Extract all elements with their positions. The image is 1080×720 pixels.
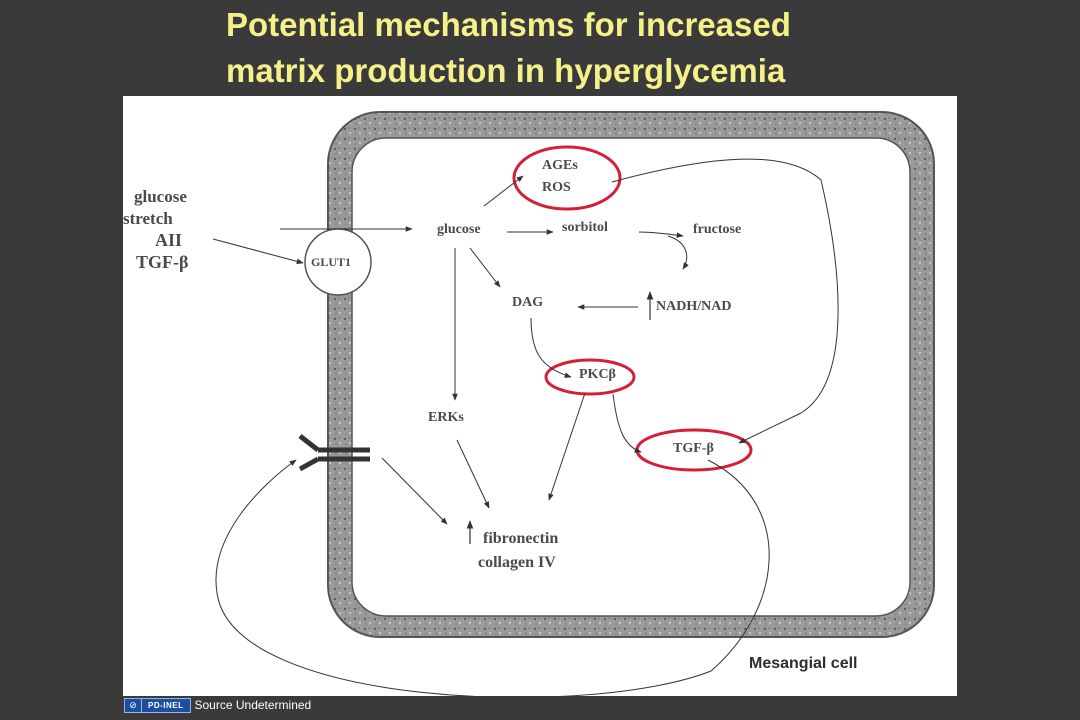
arrow-glucose-dag (469, 247, 501, 288)
stimulus-stretch: stretch (123, 209, 173, 228)
node-nadh: NADH/NAD (656, 299, 732, 314)
arrow-receptor-matrix (381, 457, 448, 525)
arrow-ages-tgf (611, 158, 839, 444)
diagram-panel: glucose stretch AII TGF-β GLUT1 AGEs ROS… (123, 96, 957, 696)
arrow-pkc-matrix (548, 392, 586, 501)
slide-title: Potential mechanisms for increased matri… (226, 2, 986, 94)
title-line-1: Potential mechanisms for increased (226, 6, 791, 43)
cell-interior (351, 137, 911, 617)
arrow-erks-matrix (456, 439, 490, 509)
license-text: PD-INEL (148, 700, 184, 710)
node-pkc: PKCβ (579, 367, 616, 382)
pkc-highlight (544, 358, 636, 396)
arrow-stimuli-glut1 (212, 238, 304, 265)
arrow-fructose-nadh (667, 235, 689, 270)
cc-icon: ⊘ (125, 698, 142, 712)
glut1-label: GLUT1 (311, 255, 352, 269)
title-line-2: matrix production in hyperglycemia (226, 52, 786, 89)
license-badge: ⊘ PD-INEL (124, 697, 191, 713)
stimulus-aii: AII (155, 230, 183, 250)
node-dag: DAG (512, 295, 544, 310)
node-ros: ROS (542, 180, 571, 195)
node-collagen: collagen IV (478, 554, 556, 571)
stimulus-tgf: TGF-β (136, 252, 189, 272)
arrow-dag-pkc (530, 317, 572, 378)
node-erks: ERKs (428, 410, 464, 425)
node-ages: AGEs (542, 158, 578, 173)
footer: ⊘ PD-INEL Source Undetermined (124, 697, 311, 713)
source-text: Source Undetermined (194, 698, 312, 712)
node-glucose: glucose (437, 222, 481, 237)
receptor-icon (298, 434, 370, 472)
node-fructose: fructose (693, 222, 742, 237)
node-fibronectin: fibronectin (483, 530, 559, 547)
node-tgf: TGF-β (673, 441, 714, 456)
stimulus-glucose: glucose (134, 187, 187, 206)
arrow-pkc-tgf (612, 393, 642, 453)
cell-label: Mesangial cell (749, 655, 858, 672)
ages-ros-highlight (512, 145, 622, 211)
pathway-diagram (212, 111, 935, 696)
node-sorbitol: sorbitol (562, 220, 608, 235)
arrow-glucose-ages (483, 175, 524, 207)
arrow-tgf-feedback (215, 459, 770, 696)
arrow-sorbitol-fructose (638, 231, 684, 238)
